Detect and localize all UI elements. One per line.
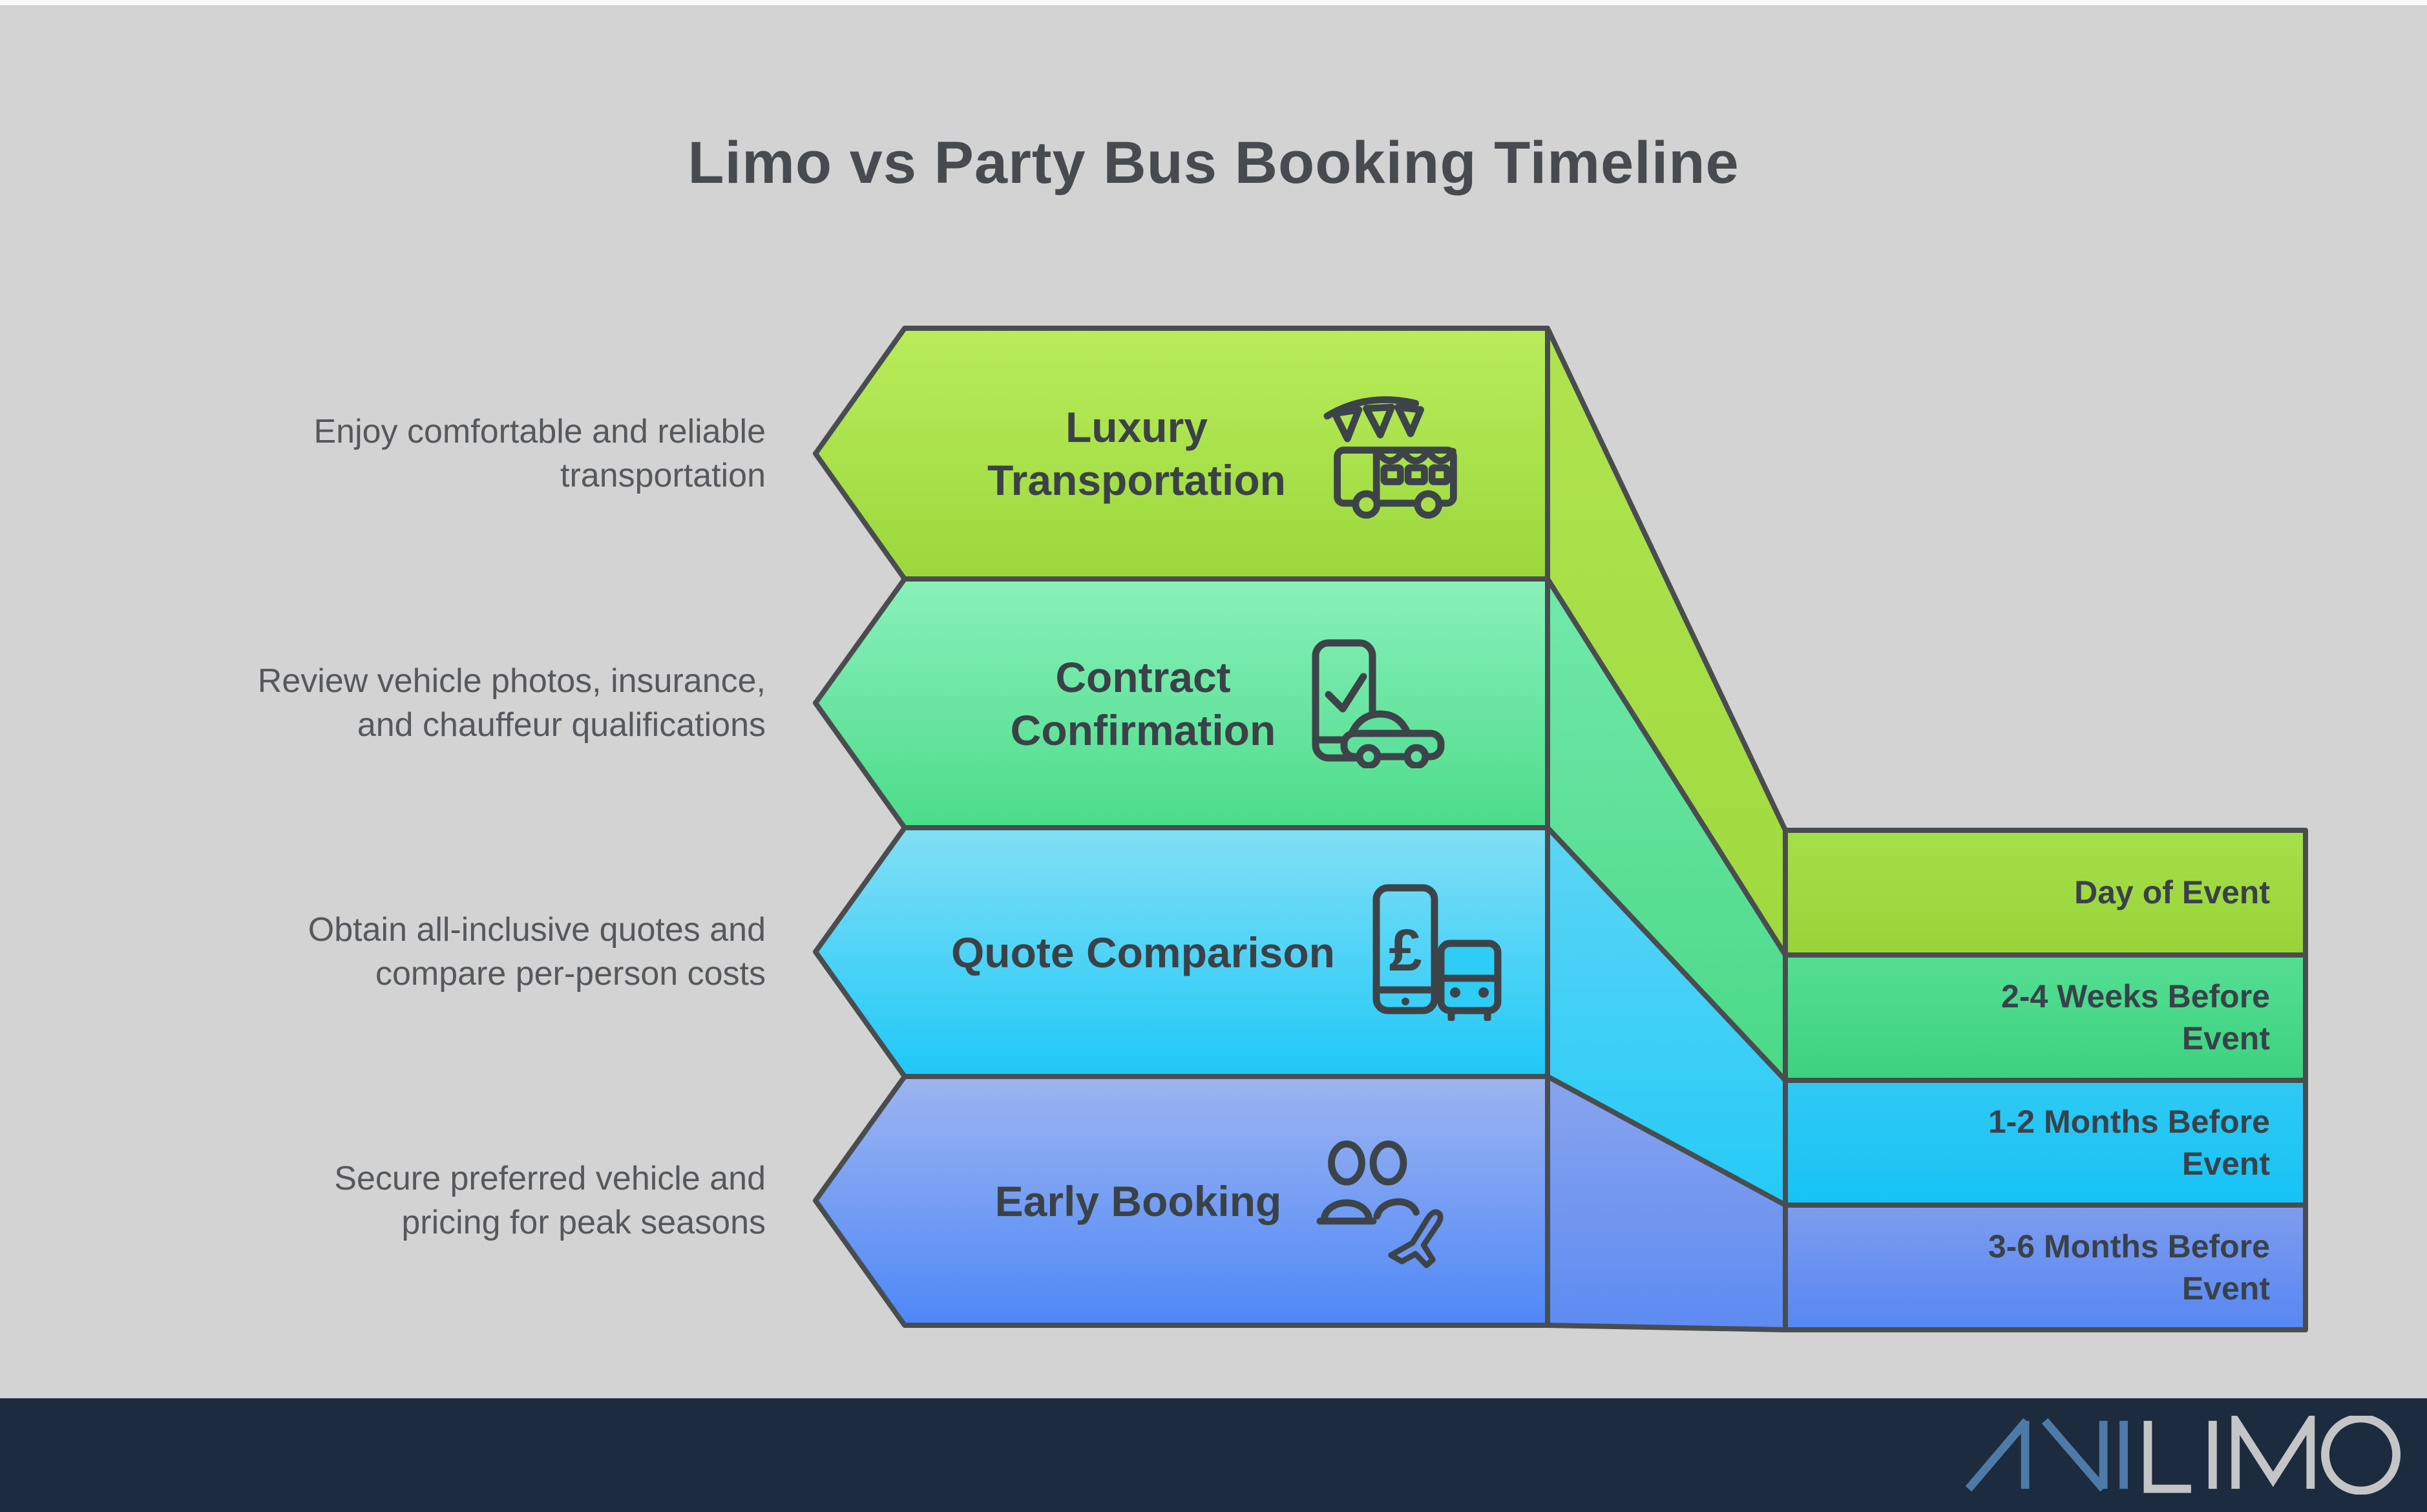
arrow-label-line: Transportation xyxy=(987,456,1287,504)
timeframe-2-4-weeks: 2-4 Weeks Before Event xyxy=(1809,955,2270,1080)
box-1-2-months xyxy=(1783,1078,2308,1208)
description-line: transportation xyxy=(560,457,766,494)
arrow-label-early: Early Booking xyxy=(995,1175,1282,1228)
box-3-6-months xyxy=(1783,1202,2308,1332)
footer-bar xyxy=(0,1398,2427,1512)
arrow-content-luxury: Luxury Transportation xyxy=(924,328,1535,579)
description-line: Enjoy comfortable and reliable xyxy=(313,413,766,450)
box-day-of-event xyxy=(1783,828,2308,958)
people-plane-icon xyxy=(1315,1130,1464,1272)
arrow-label-line: Confirmation xyxy=(1010,706,1276,754)
timeframe-line: 3-6 Months Before xyxy=(1988,1228,2270,1265)
timeframe-day-of-event: Day of Event xyxy=(1809,830,2270,955)
description-line: Secure preferred vehicle and xyxy=(334,1160,766,1197)
arrow-content-early: Early Booking xyxy=(924,1076,1535,1325)
box-2-4-weeks xyxy=(1783,952,2308,1083)
timeframe-line: Event xyxy=(2181,1145,2270,1182)
timeframe-line: 1-2 Months Before xyxy=(1988,1103,2270,1140)
logo-avi-letters xyxy=(1965,1418,2128,1492)
timeframe-line: Event xyxy=(2181,1270,2270,1307)
arrow-label-contract: Contract Confirmation xyxy=(1011,651,1276,757)
description-line: pricing for peak seasons xyxy=(401,1204,766,1241)
page-title: Limo vs Party Bus Booking Timeline xyxy=(688,130,1739,196)
description-luxury: Enjoy comfortable and reliable transport… xyxy=(184,410,766,498)
description-line: compare per-person costs xyxy=(375,955,766,992)
logo-limo-letters xyxy=(2143,1416,2401,1495)
arrow-label-line: Quote Comparison xyxy=(951,928,1336,976)
arrow-early-booking xyxy=(813,1074,1550,1328)
svg-text:£: £ xyxy=(1389,918,1422,983)
description-early: Secure preferred vehicle and pricing for… xyxy=(184,1157,766,1244)
description-quote: Obtain all-inclusive quotes and compare … xyxy=(184,908,766,996)
timeframe-line: 2-4 Weeks Before xyxy=(2001,978,2270,1014)
arrow-label-luxury: Luxury Transportation xyxy=(987,401,1286,507)
timeframe-line: Day of Event xyxy=(2074,874,2270,910)
avilimo-logo xyxy=(1965,1416,2401,1495)
top-strip xyxy=(0,0,2427,5)
arrow-content-contract: Contract Confirmation xyxy=(924,579,1535,828)
arrow-label-line: Early Booking xyxy=(994,1177,1282,1225)
description-line: and chauffeur qualifications xyxy=(357,706,766,744)
party-bus-icon xyxy=(1319,384,1471,523)
timeframe-line: Event xyxy=(2181,1020,2270,1056)
timeframe-1-2-months: 1-2 Months Before Event xyxy=(1809,1080,2270,1205)
description-line: Obtain all-inclusive quotes and xyxy=(308,911,766,949)
phone-check-car-icon xyxy=(1309,639,1448,768)
arrow-label-quote: Quote Comparison xyxy=(951,926,1335,979)
description-contract: Review vehicle photos, insurance, and ch… xyxy=(184,659,766,747)
description-line: Review vehicle photos, insurance, xyxy=(257,662,766,700)
arrow-content-quote: Quote Comparison £ xyxy=(924,828,1535,1076)
arrow-label-line: Luxury xyxy=(1065,403,1208,451)
arrow-label-line: Contract xyxy=(1055,653,1231,701)
phone-pound-bus-icon: £ xyxy=(1369,884,1508,1021)
timeframe-3-6-months: 3-6 Months Before Event xyxy=(1809,1205,2270,1330)
